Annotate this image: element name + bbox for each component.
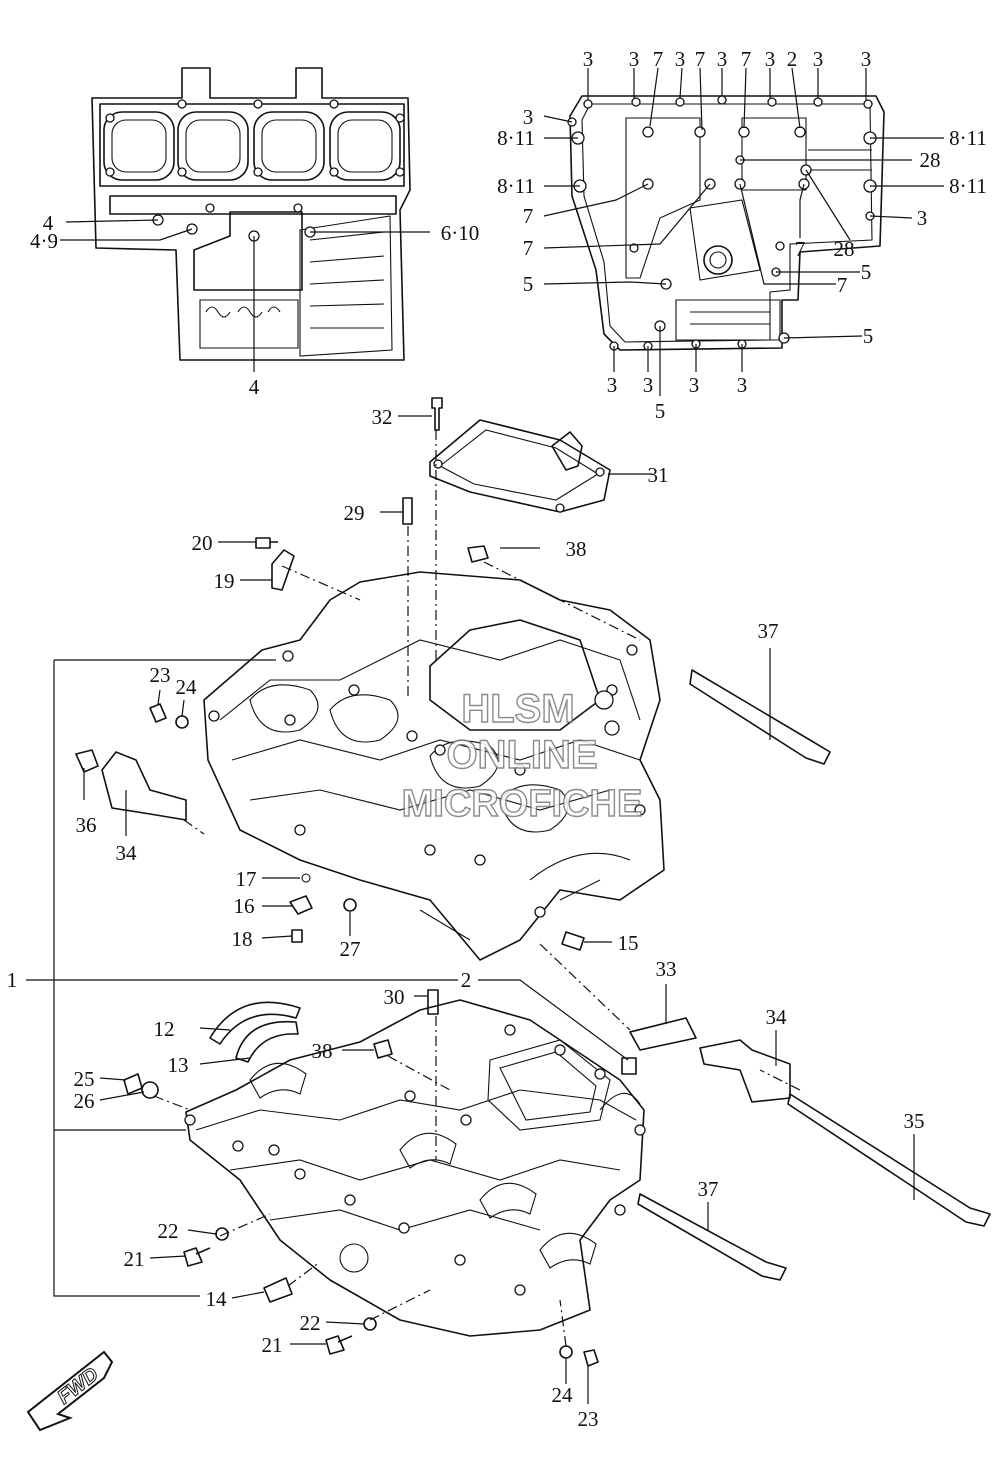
callout: 38 [312, 1039, 333, 1063]
fwd-arrow-icon: FWD [26, 1350, 114, 1432]
callout: 17 [236, 867, 257, 891]
callout: 2 [461, 968, 472, 992]
callout: 22 [158, 1219, 179, 1243]
callout: 19 [214, 569, 235, 593]
callout: 14 [206, 1287, 228, 1311]
callout: 34 [116, 841, 138, 865]
callout: 28 [834, 237, 855, 261]
watermark: HLSM ONLINE MICROFICHE [401, 686, 643, 825]
watermark-line-1: HLSM [461, 687, 574, 731]
callout: 4 [249, 375, 260, 399]
callout: 8·11 [497, 126, 535, 150]
callout: 1 [7, 968, 18, 992]
callout: 29 [344, 501, 365, 525]
callout: 13 [168, 1053, 189, 1077]
callout: 3 [607, 373, 618, 397]
callout: 7 [653, 47, 664, 71]
watermark-line-2: ONLINE [446, 733, 597, 777]
watermark-line-3: MICROFICHE [402, 783, 643, 825]
callout: 5 [655, 399, 666, 423]
callout: 3 [765, 47, 776, 71]
callout: 3 [583, 47, 594, 71]
callout: 7 [523, 236, 534, 260]
callout: 33 [656, 957, 677, 981]
callout: 5 [861, 260, 872, 284]
callout: 3 [717, 47, 728, 71]
callout: 4·9 [30, 229, 58, 253]
callout: 24 [176, 675, 198, 699]
callout: 8·11 [949, 174, 987, 198]
callout: 22 [300, 1311, 321, 1335]
callout: 23 [578, 1407, 599, 1431]
callout: 23 [150, 663, 171, 687]
upper-crankcase-assembly [203, 571, 665, 961]
callout: 3 [689, 373, 700, 397]
leader-lines [26, 67, 944, 1404]
callout: 30 [384, 985, 405, 1009]
callout: 16 [234, 894, 255, 918]
callout: 3 [813, 47, 824, 71]
callout: 27 [340, 937, 361, 961]
callout: 20 [192, 531, 213, 555]
callout: 32 [372, 405, 393, 429]
callout: 4 [43, 211, 54, 235]
callout: 7 [837, 273, 848, 297]
callout: 35 [904, 1109, 925, 1133]
callout: 21 [124, 1247, 145, 1271]
callout-labels: 3 3 7 3 7 3 7 3 2 3 3 3 8·11 8·11 7 7 5 … [7, 47, 987, 1431]
callout: 28 [920, 148, 941, 172]
callout: 21 [262, 1333, 283, 1357]
oil-separator-cover [429, 419, 611, 513]
callout: 3 [861, 47, 872, 71]
callout: 26 [74, 1089, 95, 1113]
callout: 8·11 [497, 174, 535, 198]
callout: 7 [523, 204, 534, 228]
lower-small-parts [123, 989, 991, 1367]
callout: 7 [741, 47, 752, 71]
callout: 5 [523, 272, 534, 296]
small-fasteners-upper [75, 397, 831, 951]
callout: 37 [758, 619, 779, 643]
callout: 12 [154, 1017, 175, 1041]
lower-crankcase-bottom-view [567, 95, 885, 351]
callout: 3 [675, 47, 686, 71]
callout: 3 [917, 206, 928, 230]
callout: 3 [737, 373, 748, 397]
callout: 24 [552, 1383, 574, 1407]
callout: 6·10 [441, 221, 480, 245]
callout: 38 [566, 537, 587, 561]
callout: 18 [232, 927, 253, 951]
callout: 5 [863, 324, 874, 348]
callout: 25 [74, 1067, 95, 1091]
callout: 34 [766, 1005, 788, 1029]
callout: 7 [795, 237, 806, 261]
callout: 15 [618, 931, 639, 955]
callout: 37 [698, 1177, 719, 1201]
lower-crankcase-assembly [184, 999, 646, 1337]
callout: 2 [787, 47, 798, 71]
callout: 36 [76, 813, 97, 837]
callout: 3 [643, 373, 654, 397]
upper-crankcase-top-view [91, 67, 411, 361]
callout: 3 [629, 47, 640, 71]
callout: 7 [695, 47, 706, 71]
callout: 3 [523, 105, 534, 129]
callout: 8·11 [949, 126, 987, 150]
callout: 31 [648, 463, 669, 487]
